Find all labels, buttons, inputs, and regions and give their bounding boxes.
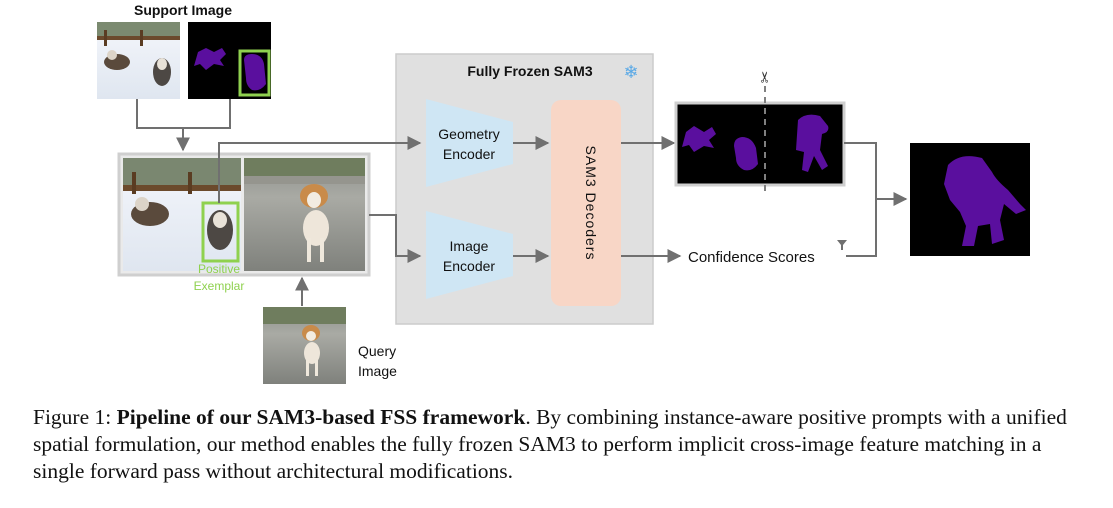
geometry-encoder — [426, 99, 513, 187]
geometry-encoder-label-1: Geometry — [438, 126, 499, 142]
image-encoder-label-1: Image — [450, 238, 489, 254]
positive-exemplar-label-1: Positive — [198, 262, 240, 276]
snowflake-icon: ❄ — [623, 62, 638, 83]
sam3-decoders — [551, 100, 621, 306]
confidence-scores-label: Confidence Scores — [688, 249, 815, 266]
image-encoder — [426, 211, 513, 299]
query-image-label-1: Query — [358, 343, 396, 359]
figure-caption: Figure 1: Pipeline of our SAM3-based FSS… — [33, 404, 1093, 485]
positive-exemplar-label-2: Exemplar — [194, 279, 245, 293]
support-mask — [188, 22, 271, 99]
scissors-icon: ✂ — [756, 71, 774, 84]
caption-title: Pipeline of our SAM3-based FSS framework — [116, 405, 526, 429]
filter-icon — [837, 240, 847, 250]
pipeline-diagram: Support Image — [97, 2, 1030, 384]
query-image-label-2: Image — [358, 363, 397, 379]
frozen-sam3-title: Fully Frozen SAM3 — [467, 63, 592, 79]
caption-prefix: Figure 1: — [33, 405, 117, 429]
predicted-masks — [674, 101, 846, 187]
support-photo — [97, 22, 180, 99]
combined-image-panel — [117, 152, 371, 277]
sam3-decoders-label: SAM3 Decoders — [583, 146, 599, 261]
image-encoder-label-2: Encoder — [443, 258, 495, 274]
support-mask-exemplar-box — [238, 49, 271, 97]
caption-body: . By combining instance-aware positive p… — [33, 405, 1067, 483]
geometry-encoder-label-2: Encoder — [443, 146, 495, 162]
positive-exemplar-box — [201, 201, 240, 263]
query-photo — [263, 307, 346, 384]
final-mask — [910, 143, 1030, 256]
support-image-label: Support Image — [134, 2, 232, 18]
